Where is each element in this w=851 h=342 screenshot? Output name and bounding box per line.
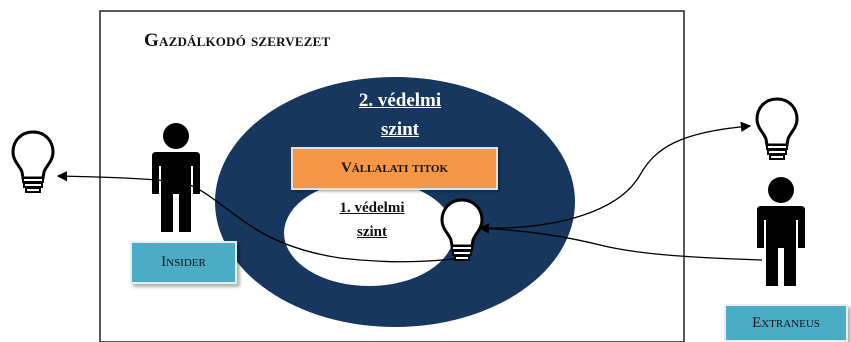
inner-level-line1: 1. védelmi (339, 200, 405, 216)
inner-level-label: 1. védelmi szint (318, 196, 426, 244)
extraneus-label-box: Extraneus (724, 304, 848, 342)
inner-level-line2: szint (357, 224, 387, 240)
organization-frame (99, 10, 685, 342)
inner-protection-area (284, 180, 454, 286)
organization-title: Gazdálkodó szervezet (144, 30, 331, 51)
lightbulb-icon (755, 97, 799, 161)
insider-person-icon (152, 123, 200, 232)
extraneus-person-icon (757, 177, 805, 286)
lightbulb-icon (11, 130, 55, 194)
insider-label-box: Insider (130, 241, 237, 284)
outer-level-line2: szint (381, 119, 419, 140)
outer-level-line1: 2. védelmi (358, 90, 442, 111)
company-secret-box: Vállalati titok (291, 147, 498, 190)
insider-leak-arrow (56, 171, 463, 263)
extraneus-access-arrow (478, 223, 763, 261)
extraneus-leak-arrow (479, 121, 752, 229)
outer-level-label: 2. védelmi szint (340, 86, 460, 144)
